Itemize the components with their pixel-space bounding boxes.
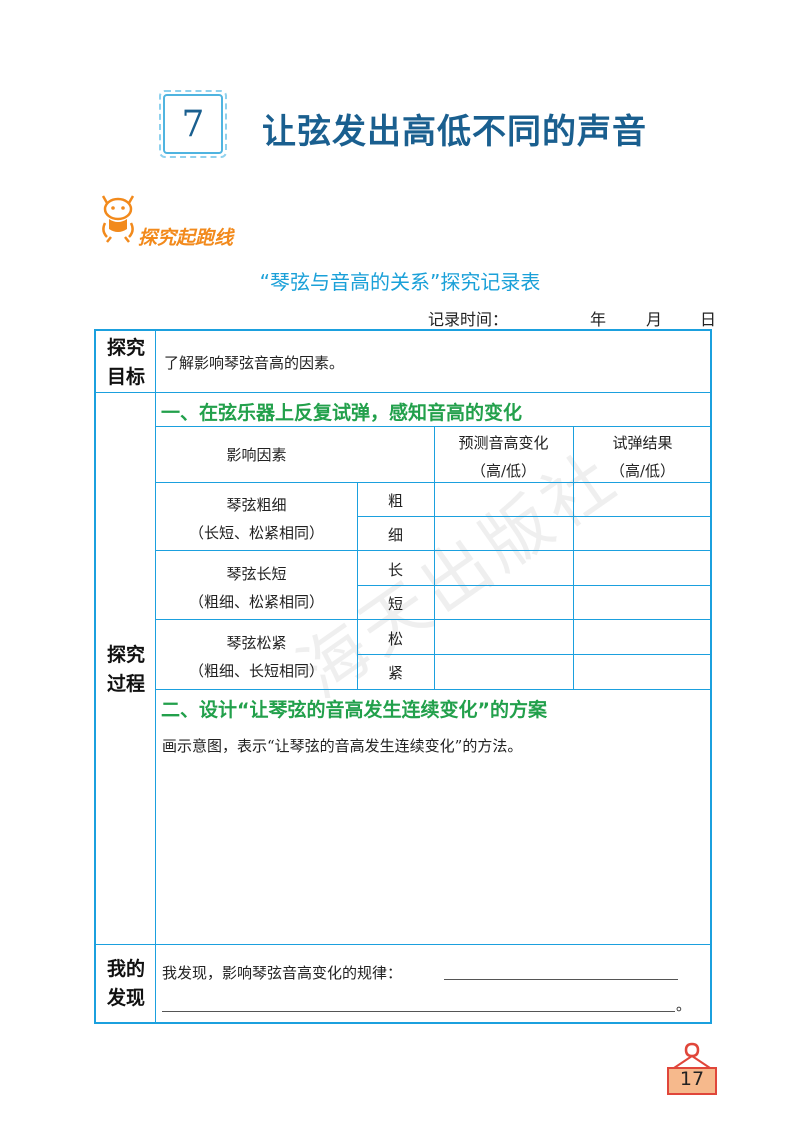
- factor-condition: （粗细、长短相同）: [188, 662, 324, 680]
- column-factor: 影响因素: [226, 446, 287, 464]
- factor-name: 琴弦粗细: [226, 496, 287, 514]
- page-title: 让弦发出高低不同的声音: [262, 112, 647, 152]
- column-result: 试弹结果: [612, 434, 673, 452]
- part1-heading: 一、在弦乐器上反复试弹，感知音高的变化: [161, 402, 523, 424]
- column-predict: 预测音高变化: [458, 434, 549, 452]
- part2-instruction: 画示意图，表示“让琴弦的音高发生连续变化”的方法。: [162, 737, 523, 755]
- finding-end-mark: 。: [676, 996, 692, 1014]
- column-result-unit: （高/低）: [609, 462, 676, 480]
- factor-option: 长: [387, 561, 403, 579]
- lesson-number: 7: [181, 103, 205, 145]
- finding-answer-line-1[interactable]: [444, 979, 678, 980]
- factor-option: 粗: [387, 492, 403, 510]
- record-table-title: “琴弦与音高的关系”探究记录表: [259, 270, 541, 294]
- factor-condition: （粗细、松紧相同）: [188, 593, 324, 611]
- drawing-area[interactable]: [160, 760, 708, 940]
- factor-name: 琴弦松紧: [226, 634, 287, 652]
- month-label: 月: [646, 310, 663, 329]
- day-label: 日: [700, 310, 717, 329]
- part2-heading: 二、设计“让琴弦的音高发生连续变化”的方案: [161, 699, 547, 721]
- page-number-tag-icon: [667, 1042, 717, 1095]
- record-table: [94, 329, 712, 1024]
- process-label: 探究 过程: [106, 644, 145, 695]
- factor-option: 短: [387, 595, 403, 613]
- factor-name: 琴弦长短: [226, 565, 287, 583]
- year-label: 年: [590, 310, 607, 329]
- lesson-number-box: 7: [159, 90, 227, 158]
- column-predict-unit: （高/低）: [470, 462, 537, 480]
- factor-condition: （长短、松紧相同）: [188, 524, 324, 542]
- factor-option: 细: [387, 526, 403, 544]
- section-badge-label: 探究起跑线: [138, 227, 234, 249]
- record-time-label: 记录时间：: [428, 310, 509, 329]
- factor-option: 紧: [387, 664, 403, 682]
- record-time-line: 记录时间： 年 月 日: [428, 306, 718, 329]
- factor-option: 松: [387, 630, 403, 648]
- finding-label: 我的 发现: [106, 958, 145, 1009]
- finding-answer-line-2[interactable]: [162, 1011, 675, 1012]
- finding-prompt: 我发现，影响琴弦音高变化的规律：: [162, 964, 403, 982]
- page-number: 17: [679, 1068, 705, 1090]
- goal-label: 探究 目标: [106, 337, 145, 388]
- mascot-icon: [101, 195, 135, 243]
- goal-text: 了解影响琴弦音高的因素。: [164, 354, 345, 372]
